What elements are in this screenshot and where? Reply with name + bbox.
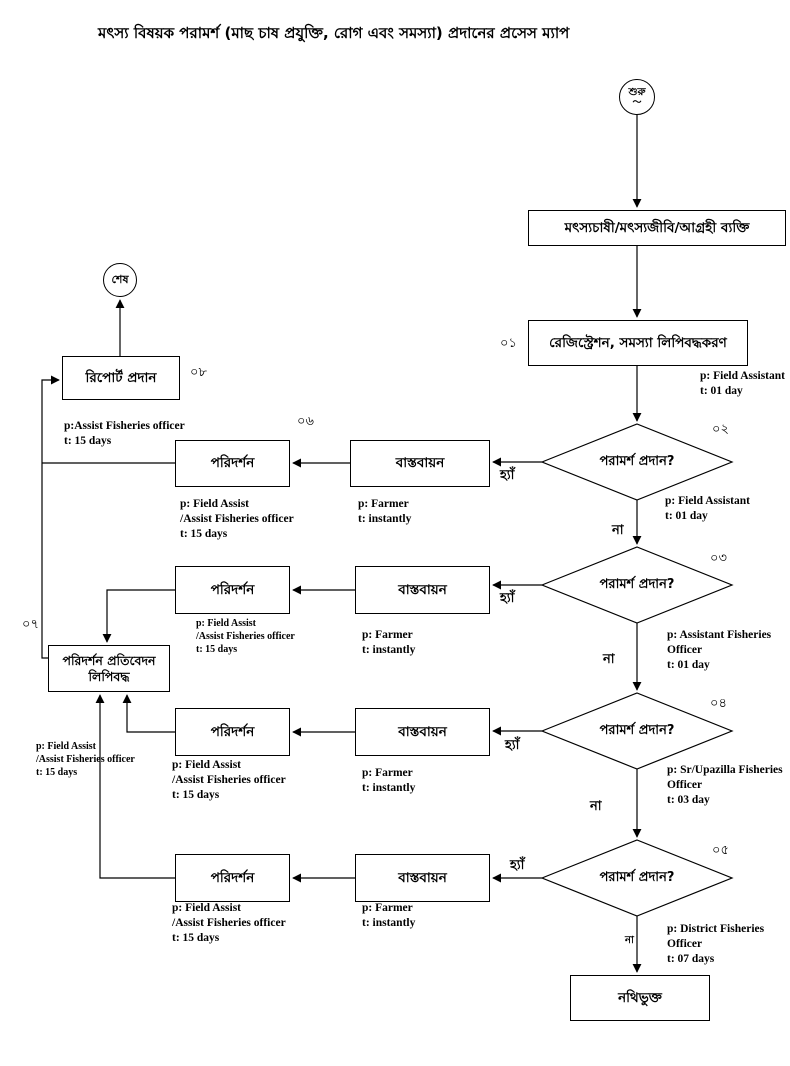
annotation-farmer-1: p: Farmer t: instantly (358, 498, 412, 525)
decision-label-03: পরামর্শ প্রদান? (599, 577, 675, 592)
start-terminator: শুরু 〜 (619, 79, 655, 115)
inspection-report-box: পরিদর্শন প্রতিবেদন লিপিবদ্ধ (48, 645, 170, 692)
step-label-08: ০৮ (190, 365, 207, 380)
registration-box: রেজিস্ট্রেশন, সমস্যা লিপিবদ্ধকরণ (528, 320, 748, 366)
step-label-02: ০২ (712, 422, 729, 437)
inspection-box-4: পরিদর্শন (175, 854, 290, 902)
decision-label-05: পরামর্শ প্রদান? (599, 870, 675, 885)
flow-arrows (41, 115, 642, 973)
arrow-inspection2-to-record07 (102, 589, 175, 643)
page-title: মৎস্য বিষয়ক পরামর্শ (মাছ চাষ প্রযুক্তি,… (98, 24, 570, 42)
no-label-4: না (625, 935, 634, 946)
yes-label-4: হ্যাঁ (510, 858, 525, 873)
arrow-inspection4-to-record07 (95, 694, 175, 879)
decision-diamond-02-shape (540, 423, 734, 501)
annotation-registration: p: Field Assistant t: 01 day (700, 370, 785, 397)
annotation-decision-03: p: Assistant Fisheries Officer t: 01 day (667, 629, 772, 671)
annotation-inspection-3: p: Field Assist /Assist Fisheries office… (172, 759, 286, 801)
decision-shapes (540, 423, 734, 917)
start-squiggle-mark: 〜 (632, 98, 642, 109)
annotation-farmer-3: p: Farmer t: instantly (362, 767, 416, 794)
implementation-box-1: বাস্তবায়ন (350, 440, 490, 487)
inspection-box-1: পরিদর্শন (175, 440, 290, 487)
implementation-box-4: বাস্তবায়ন (355, 854, 490, 902)
inspection-box-2: পরিদর্শন (175, 566, 290, 614)
annotation-farmer-2: p: Farmer t: instantly (362, 629, 416, 656)
actor-box: মৎস্যচাষী/মৎস্যজীবি/আগ্রহী ব্যক্তি (528, 210, 786, 246)
inspection-box-3: পরিদর্শন (175, 708, 290, 756)
arrow-inspection3-to-record07 (122, 694, 175, 733)
yes-label-1: হ্যাঁ (500, 468, 515, 483)
annotation-decision-05: p: District Fisheries Officer t: 07 days (667, 923, 765, 965)
decision-diamond-04-shape (540, 692, 734, 770)
step-label-06: ০৬ (297, 414, 314, 429)
end-terminator: শেষ (103, 263, 137, 297)
decision-label-02: পরামর্শ প্রদান? (599, 454, 675, 469)
decision-label-04: পরামর্শ প্রদান? (599, 723, 675, 738)
arrow-record07-to-report08 (41, 375, 60, 659)
start-label: শুরু (628, 85, 646, 98)
decision-diamond-03-shape (540, 546, 734, 624)
step-label-05: ০৫ (712, 843, 729, 858)
annotation-inspection-2: p: Field Assist /Assist Fisheries office… (196, 618, 295, 655)
implementation-box-2: বাস্তবায়ন (355, 566, 490, 614)
step-label-01: ০১ (500, 336, 517, 351)
no-label-3: না (590, 799, 602, 814)
yes-label-2: হ্যাঁ (500, 591, 515, 606)
decision-diamond-05-shape (540, 839, 734, 917)
yes-label-3: হ্যাঁ (505, 738, 520, 753)
annotation-inspection-1: p: Field Assist /Assist Fisheries office… (180, 498, 294, 540)
annotation-decision-04: p: Sr/Upazilla Fisheries Officer t: 03 d… (667, 764, 783, 806)
implementation-box-3: বাস্তবায়ন (355, 708, 490, 756)
report-box: রিপোর্ট প্রদান (62, 356, 180, 400)
step-label-04: ০৪ (710, 696, 727, 711)
step-label-07: ০৭ (22, 617, 39, 632)
annotation-decision-02: p: Field Assistant t: 01 day (665, 495, 750, 522)
no-label-2: না (603, 652, 615, 667)
documented-box: নথিভুক্ত (570, 975, 710, 1021)
annotation-farmer-4: p: Farmer t: instantly (362, 902, 416, 929)
annotation-record-07: p: Field Assist /Assist Fisheries office… (36, 741, 135, 778)
step-label-03: ০৩ (710, 551, 727, 566)
no-label-1: না (612, 523, 624, 538)
annotation-inspection-4: p: Field Assist /Assist Fisheries office… (172, 902, 286, 944)
annotation-report-08: p:Assist Fisheries officer t: 15 days (64, 420, 185, 447)
end-label: শেষ (111, 273, 129, 287)
